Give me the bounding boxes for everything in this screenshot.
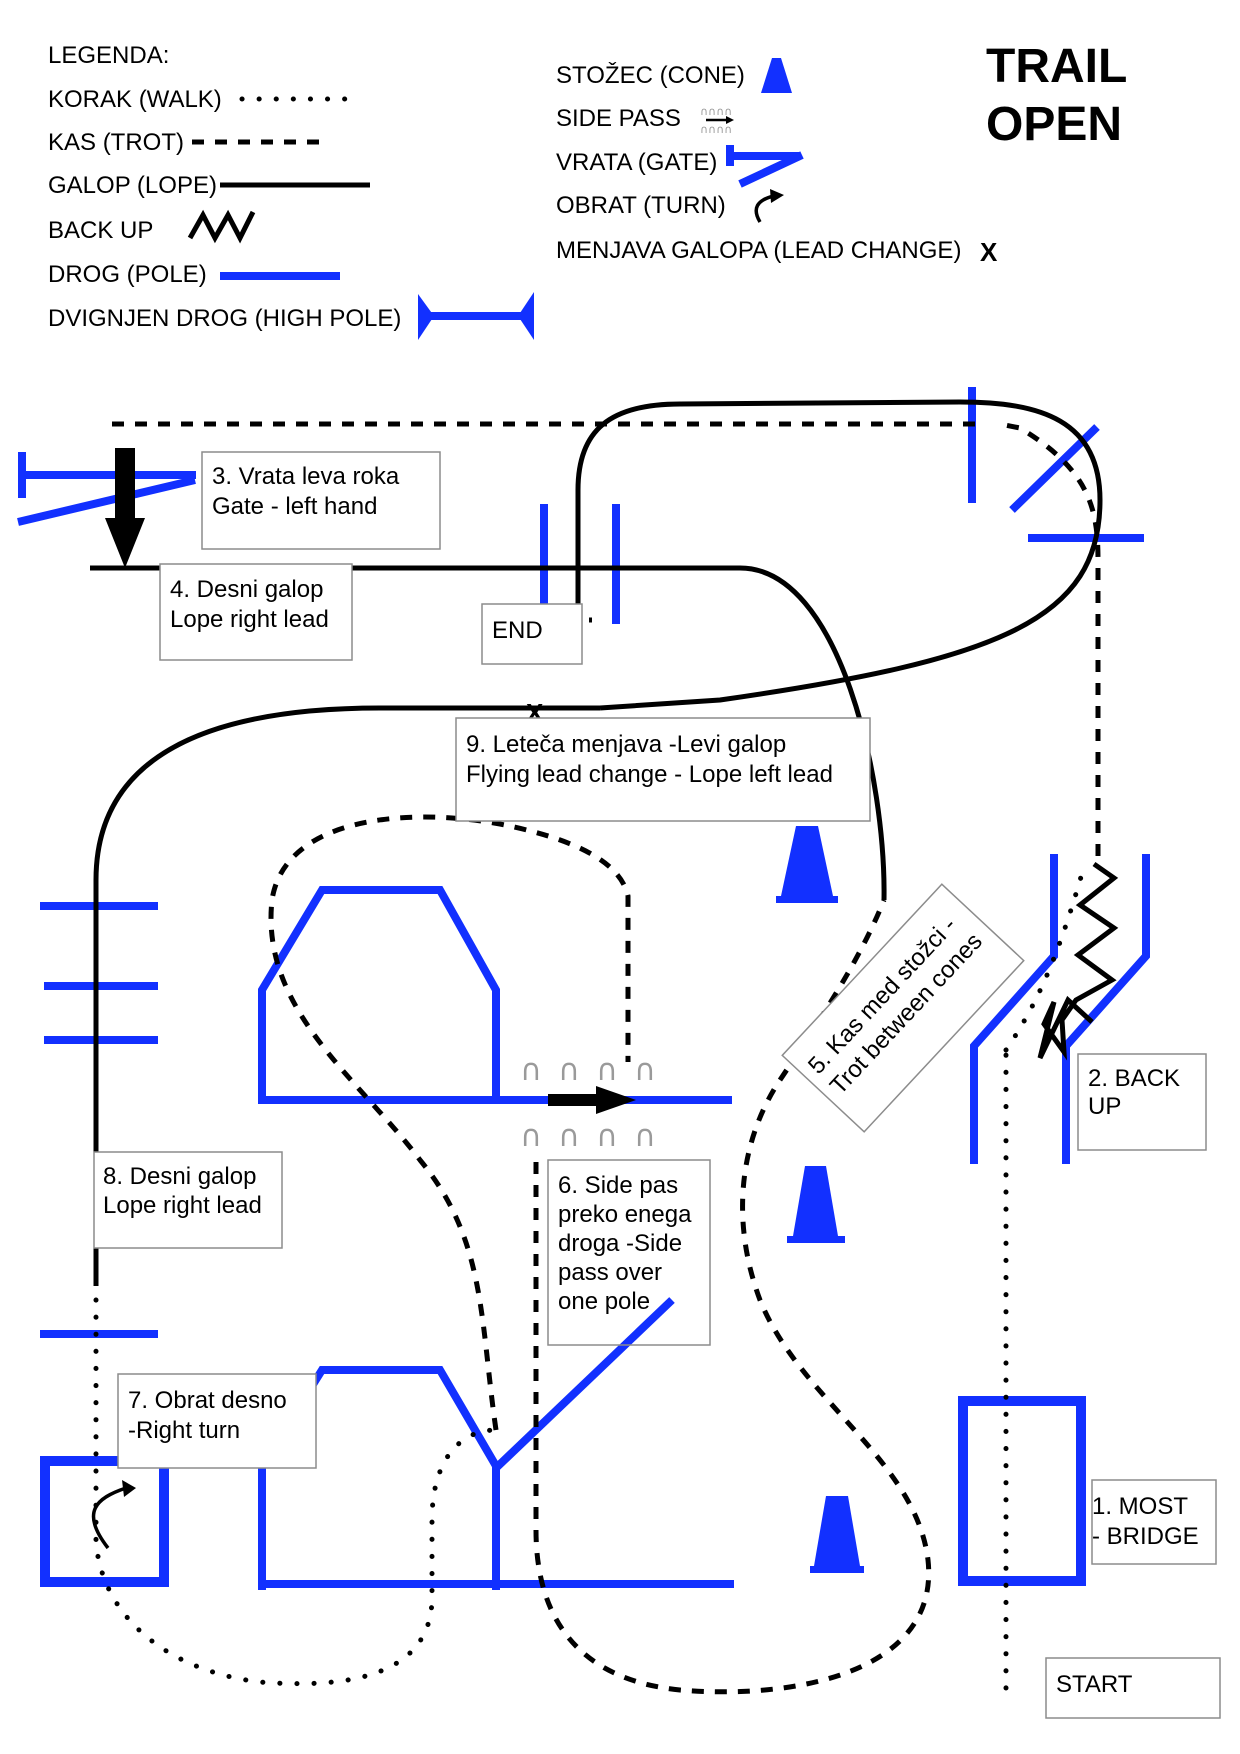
label-bridge-line-2: - BRIDGE <box>1092 1523 1199 1550</box>
horseshoe-icon: ∩ <box>596 1119 618 1154</box>
legend-lead-change-mark-icon: X <box>980 237 998 267</box>
horseshoe-icon: ∩ <box>596 1053 618 1088</box>
gate-obstacle <box>17 452 196 526</box>
label-start-text: START <box>1056 1671 1133 1698</box>
label-bridge-line-1: 1. MOST <box>1092 1493 1188 1520</box>
label-lead-change-line-2: Flying lead change - Lope left lead <box>466 761 833 788</box>
label-side-pass-line-4: pass over <box>558 1259 662 1286</box>
label-back-up-line-1: 2. BACK <box>1088 1065 1180 1092</box>
horseshoe-icon: ∩ <box>520 1119 542 1154</box>
legend-turn-icon <box>754 189 784 223</box>
turn-arrow-path <box>91 1486 127 1550</box>
trot-path-right <box>999 421 1101 856</box>
turn-arrow-icon <box>122 1480 136 1497</box>
lope-path-loop <box>575 399 1103 711</box>
label-side-pass: 6. Side pas preko enega droga -Side pass… <box>547 1159 711 1346</box>
cone-base <box>776 896 838 903</box>
cone-icon <box>793 1166 838 1236</box>
legend-walk-label: KORAK (WALK) <box>48 86 222 113</box>
cone-base <box>810 1566 864 1573</box>
legend-turn-label: OBRAT (TURN) <box>556 192 726 219</box>
horseshoe-icon: ∩ <box>634 1053 656 1088</box>
lower-pole-shape <box>258 1366 500 1590</box>
legend-lope-label: GALOP (LOPE) <box>48 172 217 199</box>
obstacles <box>17 387 1150 1590</box>
legend-title: LEGENDA: <box>48 42 169 69</box>
label-side-pass-line-2: preko enega <box>558 1201 692 1228</box>
label-gate: 3. Vrata leva roka Gate - left hand <box>201 451 441 550</box>
horseshoe-icon: ∩ <box>520 1053 542 1088</box>
label-turn-line-1: 7. Obrat desno <box>128 1387 287 1414</box>
sidepass-horseshoes: ∩ ∩ ∩ ∩ ∩ ∩ ∩ ∩ <box>520 1053 656 1154</box>
legend-sidepass-icon: ∩∩∩∩ ∩∩∩∩ <box>700 105 734 136</box>
upper-pole-shape <box>258 886 500 1100</box>
legend-high-pole-label: DVIGNJEN DROG (HIGH POLE) <box>48 305 401 332</box>
label-back-up: 2. BACK UP <box>1077 1053 1207 1151</box>
label-start: START <box>1045 1657 1221 1719</box>
legend-gate-icon <box>726 145 804 188</box>
label-trot-cones: 5. Kas med stožci - Trot between cones <box>781 883 1025 1133</box>
legend-pole-label: DROG (POLE) <box>48 261 207 288</box>
cone-icon <box>814 1496 860 1566</box>
trot-path-cones <box>533 899 932 1695</box>
label-end-text: END <box>492 617 543 644</box>
label-turn: 7. Obrat desno -Right turn <box>117 1373 317 1469</box>
label-lope-4-line-1: 4. Desni galop <box>170 576 323 603</box>
label-lope-8-line-1: 8. Desni galop <box>103 1163 256 1190</box>
legend-gate-label: VRATA (GATE) <box>556 149 717 176</box>
backup-chute-left <box>970 854 1058 1164</box>
label-side-pass-line-3: droga -Side <box>558 1230 682 1257</box>
horseshoe-icon: ∩ <box>634 1119 656 1154</box>
label-side-pass-line-1: 6. Side pas <box>558 1172 678 1199</box>
cone-icon <box>781 826 833 896</box>
label-lope-4-line-2: Lope right lead <box>170 606 329 633</box>
legend-cone-label: STOŽEC (CONE) <box>556 62 745 89</box>
label-gate-line-1: 3. Vrata leva roka <box>212 463 400 490</box>
legend: LEGENDA: KORAK (WALK) KAS (TROT) GALOP (… <box>48 42 998 340</box>
legend-trot-label: KAS (TROT) <box>48 129 184 156</box>
bridge <box>958 1396 1086 1586</box>
legend-high-pole-icon <box>418 292 534 340</box>
backup-chute-right <box>1062 854 1150 1164</box>
legend-sidepass-label: SIDE PASS <box>556 105 681 132</box>
horseshoe-icon: ∩ <box>558 1053 580 1088</box>
label-gate-line-2: Gate - left hand <box>212 493 377 520</box>
label-lead-change-line-1: 9. Leteča menjava -Levi galop <box>466 731 786 758</box>
legend-cone-icon <box>761 58 792 93</box>
svg-text:∩∩∩∩: ∩∩∩∩ <box>700 105 732 118</box>
walk-path-turn <box>93 1297 499 1687</box>
label-lope-4: 4. Desni galop Lope right lead <box>159 563 353 661</box>
sidepass-arrow-icon <box>596 1086 636 1114</box>
legend-backup-zigzag-icon <box>187 209 256 244</box>
label-lead-change: 9. Leteča menjava -Levi galop Flying lea… <box>455 717 871 822</box>
label-end: END <box>481 603 583 665</box>
trot-path-sidepass <box>268 814 631 1431</box>
label-lope-8: 8. Desni galop Lope right lead <box>93 1151 283 1249</box>
turn-box <box>40 1456 169 1587</box>
backup-zigzag-icon <box>1037 861 1119 1061</box>
label-turn-line-2: -Right turn <box>128 1417 240 1444</box>
horseshoe-icon: ∩ <box>558 1119 580 1154</box>
legend-lead-change-label: MENJAVA GALOPA (LEAD CHANGE) <box>556 237 961 264</box>
title-line-2: OPEN <box>986 98 1122 151</box>
label-side-pass-line-5: one pole <box>558 1288 650 1315</box>
course-paths <box>90 399 1119 1695</box>
svg-text:∩∩∩∩: ∩∩∩∩ <box>700 123 732 136</box>
legend-backup-label: BACK UP <box>48 217 153 244</box>
gate-arrow-icon <box>105 518 145 568</box>
title-line-1: TRAIL <box>986 40 1127 93</box>
lower-pole-diagonal <box>493 1297 675 1471</box>
label-lope-8-line-2: Lope right lead <box>103 1192 262 1219</box>
lope-path-8 <box>93 705 600 1286</box>
cone-base <box>787 1236 845 1243</box>
label-back-up-line-2: UP <box>1088 1093 1121 1120</box>
label-bridge: 1. MOST - BRIDGE <box>1091 1479 1217 1565</box>
